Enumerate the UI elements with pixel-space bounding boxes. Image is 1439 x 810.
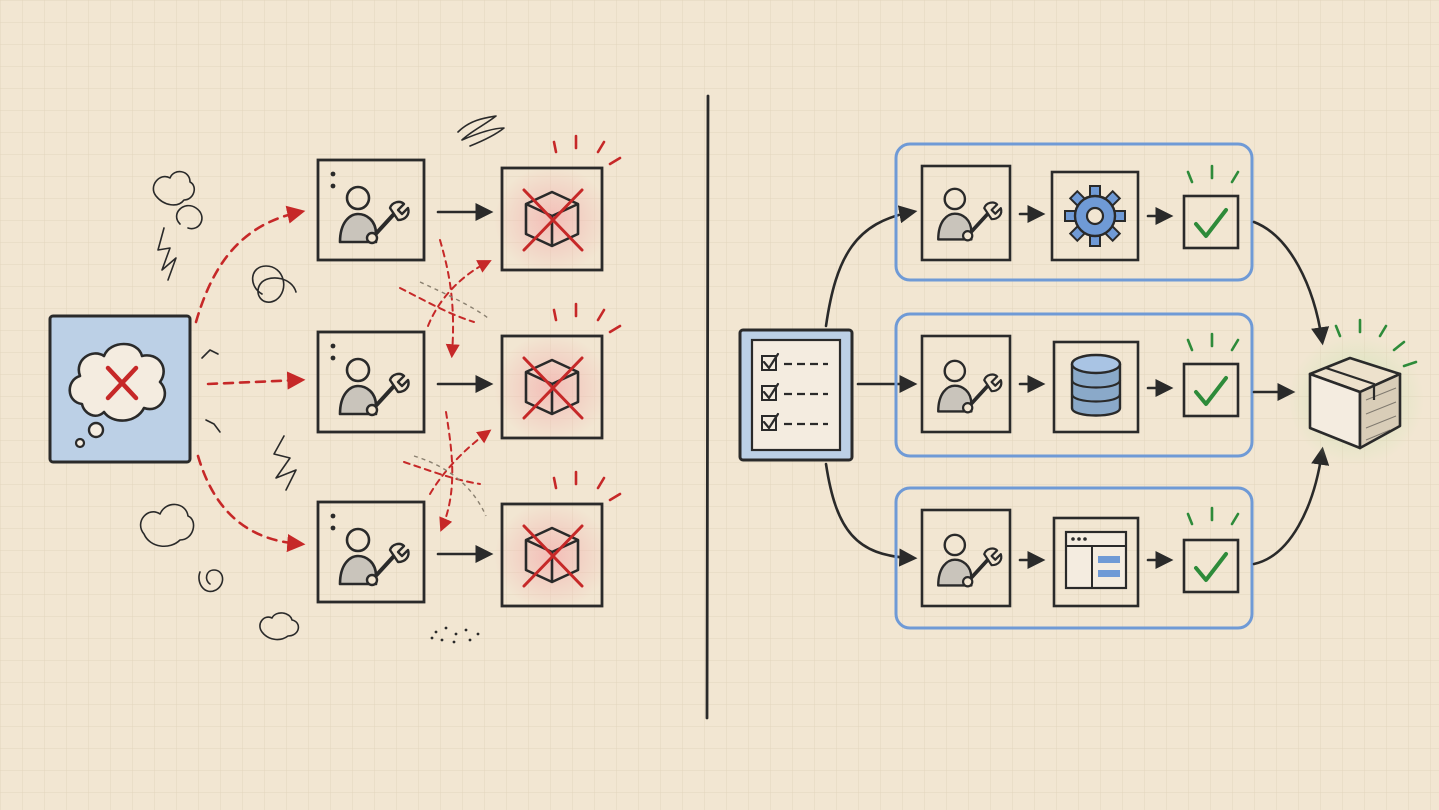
chaos-doodles: [139, 115, 505, 644]
cloud-doodle: [152, 170, 196, 206]
left-panel-failure: [48, 115, 622, 644]
left-row-2: [316, 302, 622, 442]
tool-tile: [1052, 340, 1140, 434]
right-panel-success: [738, 142, 1424, 630]
failed-output-tile: [500, 334, 604, 440]
tangled-arrows: [399, 239, 492, 532]
right-dispatch-arrows: [824, 205, 918, 567]
lightning-doodle: [157, 227, 177, 281]
worker-tile: [920, 508, 1012, 608]
pipeline-group: [894, 486, 1254, 630]
worker-tile: [316, 330, 426, 434]
right-row-3: [894, 486, 1254, 630]
failed-output-tile: [500, 166, 604, 272]
worker-tile: [920, 164, 1012, 262]
panel-divider: [705, 94, 710, 720]
loop-doodle: [251, 265, 297, 303]
dots-doodle: [430, 626, 480, 644]
gear-icon: [1064, 185, 1126, 247]
worker-tile: [920, 334, 1012, 434]
right-source-node: [738, 328, 854, 462]
squiggle-doodle-2: [205, 419, 221, 433]
left-row-1: [316, 134, 622, 274]
left-dispatch-arrows: [194, 205, 306, 553]
left-source-node: [48, 314, 192, 464]
tool-tile: [1052, 516, 1140, 608]
pipeline-group: [894, 312, 1254, 458]
merge-arrows: [1252, 220, 1330, 566]
swirl-doodle: [175, 204, 203, 230]
tool-tile: [1050, 170, 1140, 262]
left-row-3: [316, 470, 622, 610]
checklist-icon: [761, 352, 828, 431]
final-output-node: [1288, 318, 1424, 466]
cloud-doodle-3: [259, 612, 300, 641]
failed-output-tile: [500, 502, 604, 608]
database-icon: [1070, 353, 1122, 417]
squiggle-doodle: [201, 349, 219, 359]
merge-arrow-top: [1252, 220, 1330, 346]
pipeline-group: [894, 142, 1254, 282]
dispatch-arrow-middle: [206, 371, 306, 390]
worker-tile: [316, 158, 426, 262]
scribble-doodle: [457, 115, 505, 147]
package-box-icon: [1308, 356, 1402, 450]
right-row-1: [894, 142, 1254, 282]
thought-bubble-x-icon: [68, 342, 167, 449]
dispatch-arrow-top: [824, 205, 918, 328]
lightning-doodle-2: [273, 435, 297, 491]
cloud-doodle-2: [139, 503, 195, 547]
worker-tile: [316, 500, 426, 604]
tangled-pencil-lines: [413, 281, 489, 517]
dispatch-arrow-bottom: [824, 462, 918, 567]
layout-icon: [1064, 530, 1128, 590]
dispatch-arrow-top: [194, 205, 306, 324]
merge-arrow-bottom: [1252, 446, 1330, 566]
dispatch-arrow-bottom: [196, 454, 306, 553]
right-row-2: [894, 312, 1254, 458]
spiral-doodle: [198, 569, 224, 593]
